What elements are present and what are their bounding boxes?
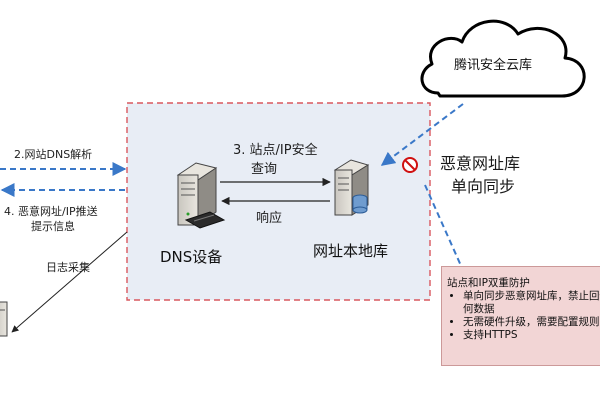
features-list: 单向同步恶意网址库，禁止回传任 何数据 无需硬件升级，需要配置规则 支持HTTP…	[445, 290, 600, 342]
features-title: 站点和IP双重防护	[447, 277, 530, 289]
server-icon	[176, 162, 226, 229]
no-entry-icon	[402, 157, 418, 173]
feature-item: 单向同步恶意网址库，禁止回传任	[463, 290, 600, 303]
feature-item: 无需硬件升级，需要配置规则	[463, 316, 600, 329]
url-db-label: 网址本地库	[313, 242, 389, 260]
log-collect-label: 日志采集	[46, 261, 90, 274]
cloud-icon	[420, 19, 586, 98]
log-server-icon	[0, 301, 8, 337]
dns-resolve-label: 2.网站DNS解析	[14, 148, 93, 161]
feature-item: 支持HTTPS	[463, 329, 600, 342]
database-server-icon	[333, 159, 370, 216]
sync-label-line1: 恶意网址库	[440, 154, 521, 173]
sync-label-line2: 单向同步	[451, 177, 516, 196]
query-label-line2: 查询	[251, 162, 278, 177]
feature-item-cont: 何数据	[463, 303, 495, 315]
push-info-label-line2: 提示信息	[31, 220, 75, 233]
cloud-label: 腾讯安全云库	[454, 58, 533, 73]
sync-arrow	[380, 103, 464, 166]
dns-device-label: DNS设备	[160, 248, 223, 266]
push-info-label-line1: 4. 恶意网址/IP推送	[4, 205, 98, 218]
log-collect-arrow	[11, 231, 128, 333]
features-connector	[424, 184, 463, 269]
response-label: 响应	[256, 211, 283, 226]
query-label-line1: 3. 站点/IP安全	[233, 143, 318, 158]
features-box: 站点和IP双重防护 单向同步恶意网址库，禁止回传任 何数据 无需硬件升级，需要配…	[441, 266, 600, 366]
